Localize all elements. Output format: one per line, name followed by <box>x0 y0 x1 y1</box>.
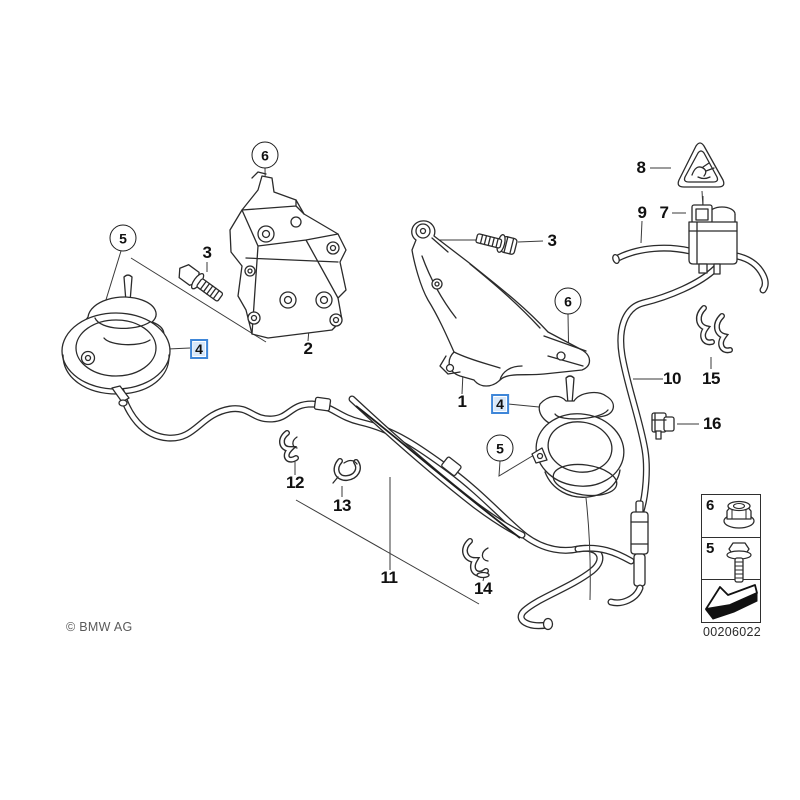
callout-14[interactable]: 14 <box>474 579 492 598</box>
callout-3[interactable]: 3 <box>547 231 557 250</box>
direction-arrow-icon <box>705 584 758 620</box>
callout-11[interactable]: 11 <box>380 568 398 587</box>
flange-nut-icon <box>723 500 755 529</box>
engine-mount-left-drawing <box>61 274 171 407</box>
callout-10[interactable]: 10 <box>663 369 681 388</box>
engine-mount-right-drawing <box>531 375 625 498</box>
callout-6[interactable]: 6 <box>554 287 582 315</box>
hose-clip-14-drawing <box>462 538 490 579</box>
legend-row-nut[interactable]: 6 <box>702 495 760 538</box>
copyright-notice: © BMW AG <box>66 620 133 634</box>
callout-2[interactable]: 2 <box>303 339 313 358</box>
callout-7[interactable]: 7 <box>659 203 669 222</box>
callout-15[interactable]: 15 <box>702 369 720 388</box>
legend-label-bolt: 5 <box>706 539 715 557</box>
callout-16[interactable]: 16 <box>703 414 721 433</box>
diagram-number: 00206022 <box>702 625 761 639</box>
callout-4-selected[interactable]: 4 <box>190 339 208 359</box>
legend-row-direction[interactable] <box>702 580 760 622</box>
legend-label-nut: 6 <box>706 497 715 514</box>
legend-row-bolt[interactable]: 5 <box>702 538 760 583</box>
vacuum-hose-main-drawing <box>117 387 635 631</box>
legend-box: 6 5 <box>701 494 761 623</box>
callout-6[interactable]: 6 <box>251 141 279 169</box>
callout-8[interactable]: 8 <box>636 158 646 177</box>
hex-bolt-icon <box>726 542 752 583</box>
callout-12[interactable]: 12 <box>286 473 304 492</box>
callout-13[interactable]: 13 <box>333 496 351 515</box>
engine-support-bracket-drawing <box>229 171 347 339</box>
solenoid-valve-drawing <box>688 196 738 275</box>
support-arm-drawing <box>411 220 591 387</box>
callout-3[interactable]: 3 <box>202 243 212 262</box>
callout-9[interactable]: 9 <box>637 203 647 222</box>
callout-5[interactable]: 5 <box>109 224 137 252</box>
hex-bolt-left-drawing <box>178 264 224 302</box>
callout-4-selected[interactable]: 4 <box>491 394 509 414</box>
connector-16-drawing <box>651 412 675 440</box>
warning-triangle-icon <box>677 142 725 188</box>
callout-5[interactable]: 5 <box>486 434 514 462</box>
vacuum-hose-right-drawing <box>585 244 769 607</box>
hex-bolt-right-drawing <box>475 233 518 255</box>
hose-clip-12-drawing <box>279 430 299 463</box>
spring-clip-15-drawing <box>696 305 733 354</box>
callout-1[interactable]: 1 <box>457 392 467 411</box>
hose-clip-13-drawing <box>332 458 361 484</box>
